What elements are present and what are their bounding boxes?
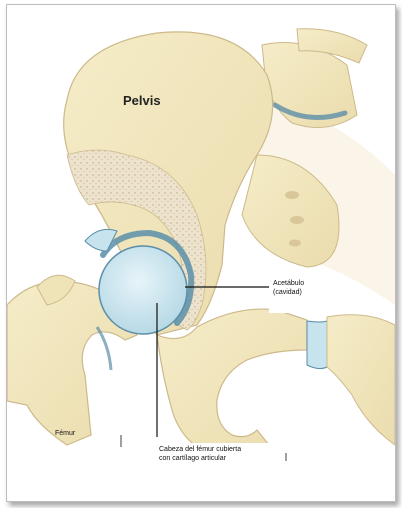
acetabulum-label: Acetábulo (cavidad)	[269, 273, 343, 313]
pelvis-label: Pelvis	[123, 93, 161, 108]
femoral-head	[99, 246, 187, 334]
opposite-pubis-shape	[327, 315, 395, 445]
pubic-symphysis-cartilage	[307, 321, 327, 369]
joint-capsule-line	[97, 327, 111, 370]
pubis-ischium-shape	[157, 309, 307, 459]
femoral-head-label: Cabeza del fémur cubierta con cartílago …	[159, 443, 279, 465]
hip-joint-illustration	[7, 5, 395, 501]
diagram-frame: Pelvis Acetábulo (cavidad) Fémur Cabeza …	[6, 4, 396, 502]
femur-label: Fémur	[55, 429, 75, 438]
